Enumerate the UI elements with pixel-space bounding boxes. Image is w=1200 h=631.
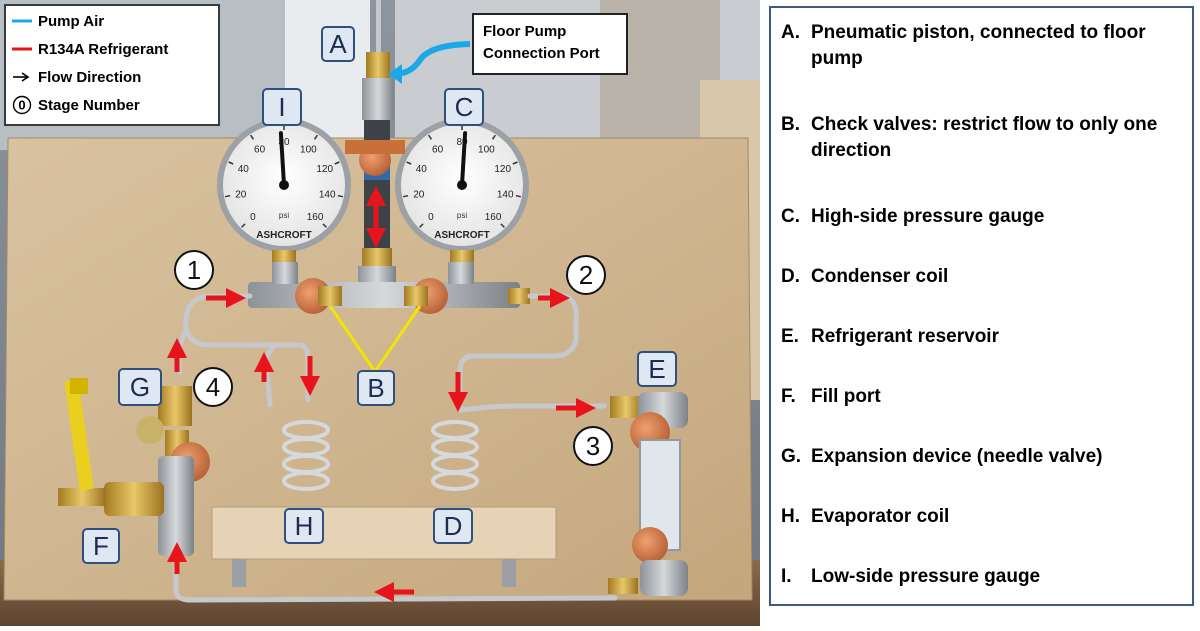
key-item: F. Fill port — [781, 384, 1181, 410]
gauge-tick-label: 20 — [413, 190, 425, 201]
gauge-tick-mark — [322, 223, 327, 228]
gauge-tick-mark — [228, 161, 234, 165]
stage-4-marker: 4 — [193, 367, 233, 407]
key-item: A. Pneumatic piston, connected to floor p… — [781, 20, 1181, 72]
legend-item-refrigerant: R134A Refrigerant — [12, 38, 168, 60]
key-item-text: Low-side pressure gauge — [811, 566, 1041, 587]
gauge-tick-mark — [428, 134, 433, 140]
gauge-tick-label: 160 — [485, 212, 502, 223]
label-B: B — [357, 370, 395, 406]
arrow-right-icon — [12, 71, 34, 83]
label-I: I — [262, 88, 302, 126]
legend-label: Pump Air — [38, 12, 105, 30]
key-item-letter: G. — [781, 446, 802, 467]
pump-air-line-icon — [12, 18, 34, 24]
gauge-tick-mark — [515, 194, 521, 198]
gauge-unit-high: psi — [457, 211, 467, 220]
key-item: B. Check valves: restrict flow to only on… — [781, 112, 1181, 164]
label-D: D — [433, 508, 473, 544]
key-item-letter: C. — [781, 206, 800, 227]
legend-item-stage-number: 0 Stage Number — [12, 94, 140, 116]
key-item-letter: D. — [781, 266, 800, 287]
key-item-letter: A. — [781, 22, 800, 43]
gauge-tick-mark — [419, 223, 424, 228]
gauge-tick-label: 120 — [316, 164, 333, 175]
gauge-tick-mark — [334, 161, 340, 165]
key-item-text: Fill port — [811, 386, 881, 407]
gauge-tick-label: 100 — [478, 144, 495, 155]
circled-zero-icon: 0 — [12, 95, 34, 115]
gauge-brand-high: ASHCROFT — [434, 230, 490, 241]
key-item-text: Check valves: restrict flow to only one … — [811, 114, 1158, 161]
gauge-tick-label: 160 — [307, 212, 324, 223]
gauge-tick-label: 60 — [432, 144, 444, 155]
key-item-text: Pneumatic piston, connected to floor pum… — [811, 22, 1146, 69]
key-item-text: Evaporator coil — [811, 506, 950, 527]
legend-item-flow-direction: Flow Direction — [12, 66, 141, 88]
key-item-text: Expansion device (needle valve) — [811, 446, 1103, 467]
gauge-tick-label: 40 — [238, 164, 250, 175]
gauge-tick-label: 40 — [416, 164, 428, 175]
legend-item-pump-air: Pump Air — [12, 10, 104, 32]
gauge-tick-label: 0 — [250, 212, 256, 223]
label-F: F — [82, 528, 120, 564]
label-G: G — [118, 368, 162, 406]
gauge-unit-low: psi — [279, 211, 289, 220]
component-key: A. Pneumatic piston, connected to floor p… — [769, 6, 1194, 606]
stage-1-marker: 1 — [174, 250, 214, 290]
gauge-tick-mark — [250, 134, 255, 140]
key-item-letter: E. — [781, 326, 799, 347]
label-C: C — [444, 88, 484, 126]
gauge-tick-mark — [241, 223, 246, 228]
gauge-tick-mark — [512, 161, 518, 165]
stage-3-marker: 3 — [573, 426, 613, 466]
key-item-text: Refrigerant reservoir — [811, 326, 999, 347]
gauge-tick-label: 20 — [235, 190, 247, 201]
floor-pump-callout: Floor Pump Connection Port — [472, 13, 628, 75]
gauge-tick-label: 80 — [278, 137, 290, 148]
stage-2-marker: 2 — [566, 255, 606, 295]
key-item: I. Low-side pressure gauge — [781, 564, 1181, 590]
gauge-brand-low: ASHCROFT — [256, 230, 312, 241]
legend-label: Flow Direction — [38, 68, 142, 86]
key-item-letter: H. — [781, 506, 800, 527]
label-E: E — [637, 351, 677, 387]
callout-line-1: Floor Pump — [483, 23, 567, 40]
gauge-tick-label: 120 — [494, 164, 511, 175]
callout-line-2: Connection Port — [483, 45, 600, 62]
key-item: E. Refrigerant reservoir — [781, 324, 1181, 350]
key-item-text: Condenser coil — [811, 266, 949, 287]
svg-text:0: 0 — [18, 98, 25, 113]
gauge-tick-label: 80 — [456, 137, 468, 148]
legend: Pump Air R134A Refrigerant Flow Directio… — [4, 4, 220, 126]
gauge-tick-mark — [491, 134, 496, 140]
gauge-tick-mark — [313, 134, 318, 140]
gauge-tick-mark — [406, 161, 412, 165]
key-item: H. Evaporator coil — [781, 504, 1181, 530]
legend-label: R134A Refrigerant — [38, 40, 169, 58]
key-item: G. Expansion device (needle valve) — [781, 444, 1181, 470]
gauge-tick-label: 0 — [428, 212, 434, 223]
gauge-tick-label: 100 — [300, 144, 317, 155]
key-item: C. High-side pressure gauge — [781, 204, 1181, 230]
gauge-tick-mark — [403, 194, 409, 198]
gauge-needle — [278, 131, 286, 187]
gauge-tick-label: 140 — [497, 190, 514, 201]
key-item: D. Condenser coil — [781, 264, 1181, 290]
key-item-letter: B. — [781, 114, 800, 135]
key-item-letter: I. — [781, 566, 792, 587]
gauge-tick-label: 60 — [254, 144, 266, 155]
gauge-tick-mark — [500, 223, 505, 228]
label-H: H — [284, 508, 324, 544]
refrigerant-line-icon — [12, 46, 34, 52]
key-item-letter: F. — [781, 386, 796, 407]
label-A: A — [321, 26, 355, 62]
legend-label: Stage Number — [38, 96, 140, 114]
gauge-tick-label: 140 — [319, 190, 336, 201]
gauge-tick-mark — [337, 194, 343, 198]
key-item-text: High-side pressure gauge — [811, 206, 1045, 227]
gauge-tick-mark — [225, 194, 231, 198]
gauge-needle — [460, 131, 468, 187]
